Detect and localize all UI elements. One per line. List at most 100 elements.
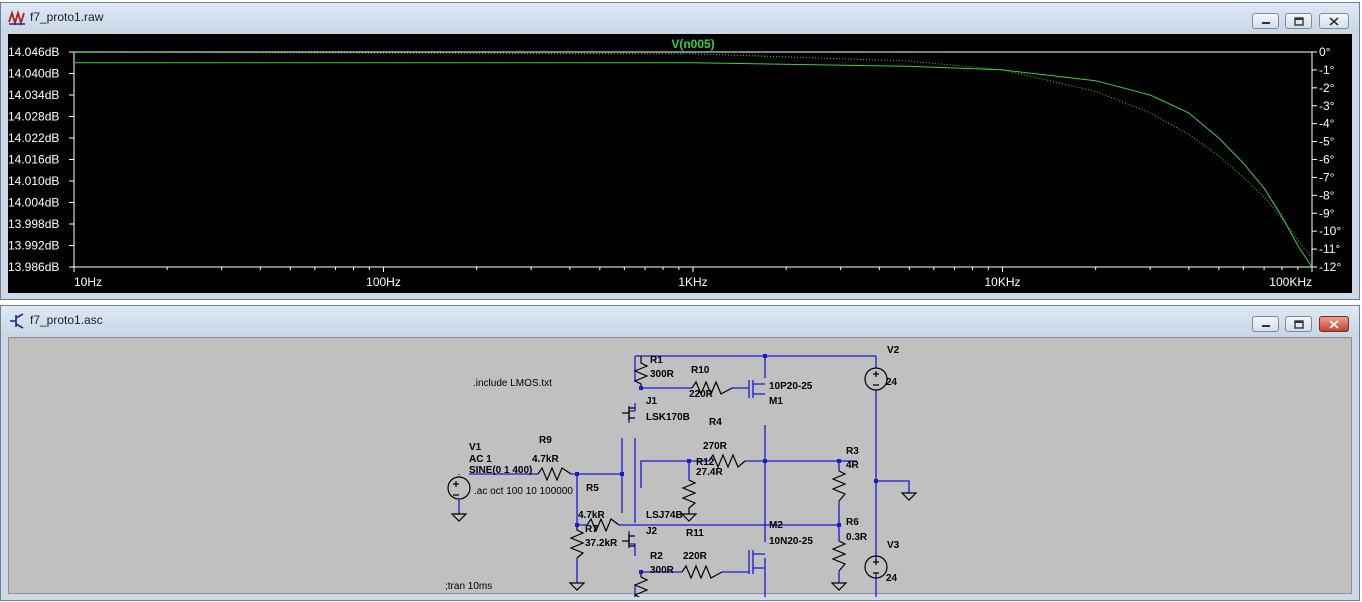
r1-symbol [633,356,649,388]
waveform-viewer-icon [8,9,26,27]
r10-name[interactable]: R10 [691,365,710,376]
r11-symbol [681,564,723,580]
v1-name[interactable]: V1 [469,442,482,453]
waveform-titlebar[interactable]: f7_proto1.raw [1,3,1359,33]
m2-name[interactable]: M2 [769,520,783,531]
y-right-tick-label: -2° [1319,81,1335,95]
r6-value[interactable]: 0.3R [846,532,868,543]
y-right-tick-label: -10° [1319,224,1341,238]
v3-symbol [864,555,888,579]
r3-name[interactable]: R3 [846,446,859,457]
ground-icon [830,582,848,591]
r10-symbol [691,380,733,396]
jfet-symbols [622,406,635,548]
minimize-button[interactable] [1252,13,1279,29]
r5-name[interactable]: R5 [586,483,599,494]
trace-name-label[interactable]: V(n005) [671,37,714,51]
minimize-button[interactable] [1252,316,1279,332]
y-right-tick-label: -9° [1319,206,1335,220]
j2-symbol [622,534,635,548]
plot-frame [73,51,1313,268]
schematic-drawing[interactable]: .include LMOS.txt .ac oct 100 10 100000 … [9,338,1355,602]
phase-trace [73,51,1313,259]
y-right-tick-label: -4° [1319,117,1335,131]
y-right-tick-label: 0° [1319,45,1331,59]
ground-symbols [450,492,918,591]
m1-name[interactable]: M1 [769,396,783,407]
v2-name[interactable]: V2 [887,345,900,356]
r9-symbol [537,466,572,482]
schematic-window: f7_proto1.asc [0,305,1360,602]
include-directive[interactable]: .include LMOS.txt [473,378,552,389]
x-tick-label: 100Hz [366,275,401,289]
r12-name[interactable]: R12 [696,457,715,468]
j1-value[interactable]: LSK170B [646,412,690,423]
y-right-tick-label: -3° [1319,99,1335,113]
ground-icon [568,582,586,591]
j1-symbol [622,406,635,420]
maximize-icon [1293,319,1304,329]
r11-value[interactable]: 220R [683,551,708,562]
v3-value[interactable]: 24 [886,573,898,584]
r4-name[interactable]: R4 [709,417,722,428]
y-right-tick-label: -1° [1319,63,1335,77]
maximize-button[interactable] [1285,316,1312,332]
maximize-icon [1293,16,1304,26]
r6-symbol [831,540,847,572]
j2-name[interactable]: J2 [646,526,658,537]
maximize-button[interactable] [1285,13,1312,29]
y-left-tick-label: 13.986dB [8,260,59,274]
r1-value[interactable]: 300R [650,369,675,380]
r1-name[interactable]: R1 [650,355,663,366]
y-left-tick-label: 14.010dB [8,174,59,188]
r4-symbol [708,453,746,469]
schematic-titlebar[interactable]: f7_proto1.asc [1,306,1359,336]
close-button[interactable] [1319,316,1349,332]
r9-value[interactable]: 4.7kR [532,454,559,465]
ground-icon [900,492,918,501]
magnitude-trace [74,62,1313,268]
r7-name[interactable]: R7 [585,524,598,535]
r7-value[interactable]: 37.2kR [585,538,618,549]
r4-value[interactable]: 270R [703,441,728,452]
v2-symbol [864,367,888,391]
y-left-tick-label: 13.998dB [8,217,59,231]
schematic-canvas[interactable]: .include LMOS.txt .ac oct 100 10 100000 … [8,337,1355,602]
r9-name[interactable]: R9 [539,435,552,446]
y-left-tick-label: 14.040dB [8,67,59,81]
window-title: f7_proto1.asc [30,313,103,327]
minimize-icon [1261,22,1270,24]
r2-name[interactable]: R2 [650,551,663,562]
y-left-tick-label: 14.028dB [8,110,59,124]
junction-dots [575,354,878,574]
tran-directive[interactable]: ;tran 10ms [445,581,492,592]
v2-value[interactable]: 24 [886,377,898,388]
window-title: f7_proto1.raw [30,10,104,24]
x-tick-label: 10Hz [74,275,102,289]
v1-value[interactable]: AC 1 [469,454,492,465]
j1-name[interactable]: J1 [646,396,658,407]
ground-icon [450,513,468,522]
r12-value[interactable]: 27.4R [696,467,723,478]
r3-value[interactable]: 4R [846,460,860,471]
v1-value2[interactable]: SINE(0 1 400) [469,465,532,476]
bode-plot[interactable]: 14.046dB14.040dB14.034dB14.028dB14.022dB… [8,34,1354,295]
m2-value[interactable]: 10N20-25 [769,536,813,547]
schematic-editor-icon [8,313,26,329]
r5-symbol [586,517,620,533]
r11-name[interactable]: R11 [686,528,704,539]
r5-value[interactable]: 4.7kR [578,510,605,521]
r6-name[interactable]: R6 [846,517,859,528]
y-right-tick-label: -5° [1319,135,1335,149]
m1-value[interactable]: 10P20-25 [769,381,813,392]
r10-value[interactable]: 220R [689,389,714,400]
y-left-tick-label: 14.022dB [8,131,59,145]
ground-icon [680,513,698,522]
ac-directive[interactable]: .ac oct 100 10 100000 [474,486,573,497]
j2-value[interactable]: LSJ74B [646,510,683,521]
v3-name[interactable]: V3 [887,540,900,551]
close-button[interactable] [1319,13,1349,29]
r2-value[interactable]: 300R [650,565,675,576]
